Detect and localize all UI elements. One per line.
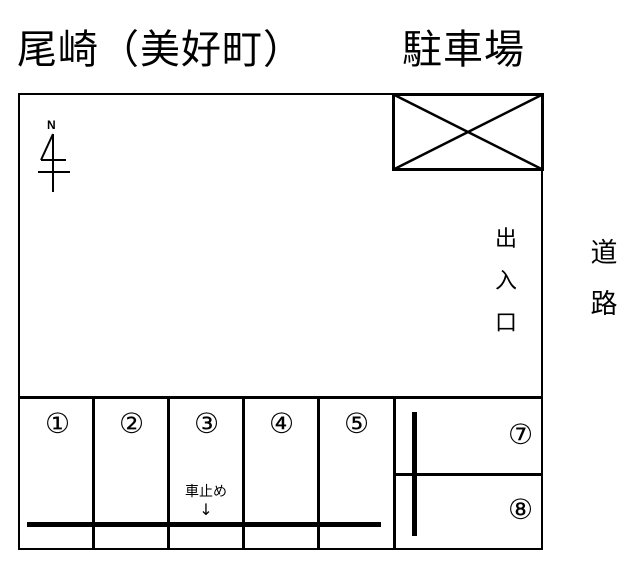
entrance-label: 出 入 口	[491, 229, 521, 355]
north-label: N	[47, 118, 56, 132]
wheel-stop-bar	[27, 522, 381, 527]
parking-spot-1: ①	[44, 407, 71, 440]
location-title: 尾崎（美好町）	[17, 27, 304, 73]
parking-spot-3: ③	[193, 407, 220, 440]
parking-spot-4: ④	[268, 407, 295, 440]
parking-spot-8: ⑧	[507, 493, 534, 526]
road-char: 路	[590, 289, 618, 320]
down-arrow-icon: ↓	[199, 500, 213, 519]
entrance-char: 入	[494, 269, 517, 294]
parking-spot-5: ⑤	[343, 407, 370, 440]
stall-divider	[167, 396, 170, 549]
wheel-stop-bar-vertical	[412, 412, 417, 536]
parking-lot-boundary	[18, 93, 543, 550]
stall-divider	[317, 396, 320, 549]
entrance-char: 口	[494, 311, 517, 336]
stall-divider	[393, 473, 541, 476]
stall-divider	[242, 396, 245, 549]
parking-spot-7: ⑦	[507, 418, 534, 451]
stall-divider	[393, 396, 396, 549]
north-arrow-icon	[38, 133, 70, 192]
road-label: 道 路	[589, 240, 619, 342]
compass: N	[38, 118, 72, 198]
parking-spot-2: ②	[118, 407, 145, 440]
parking-row-divider	[18, 396, 541, 399]
stall-divider	[92, 396, 95, 549]
x-box-icon	[392, 93, 544, 171]
entrance-char: 出	[494, 227, 517, 252]
parking-title: 駐車場	[402, 27, 525, 73]
road-char: 道	[590, 238, 618, 269]
wheel-stop-label: 車止め	[185, 484, 227, 500]
